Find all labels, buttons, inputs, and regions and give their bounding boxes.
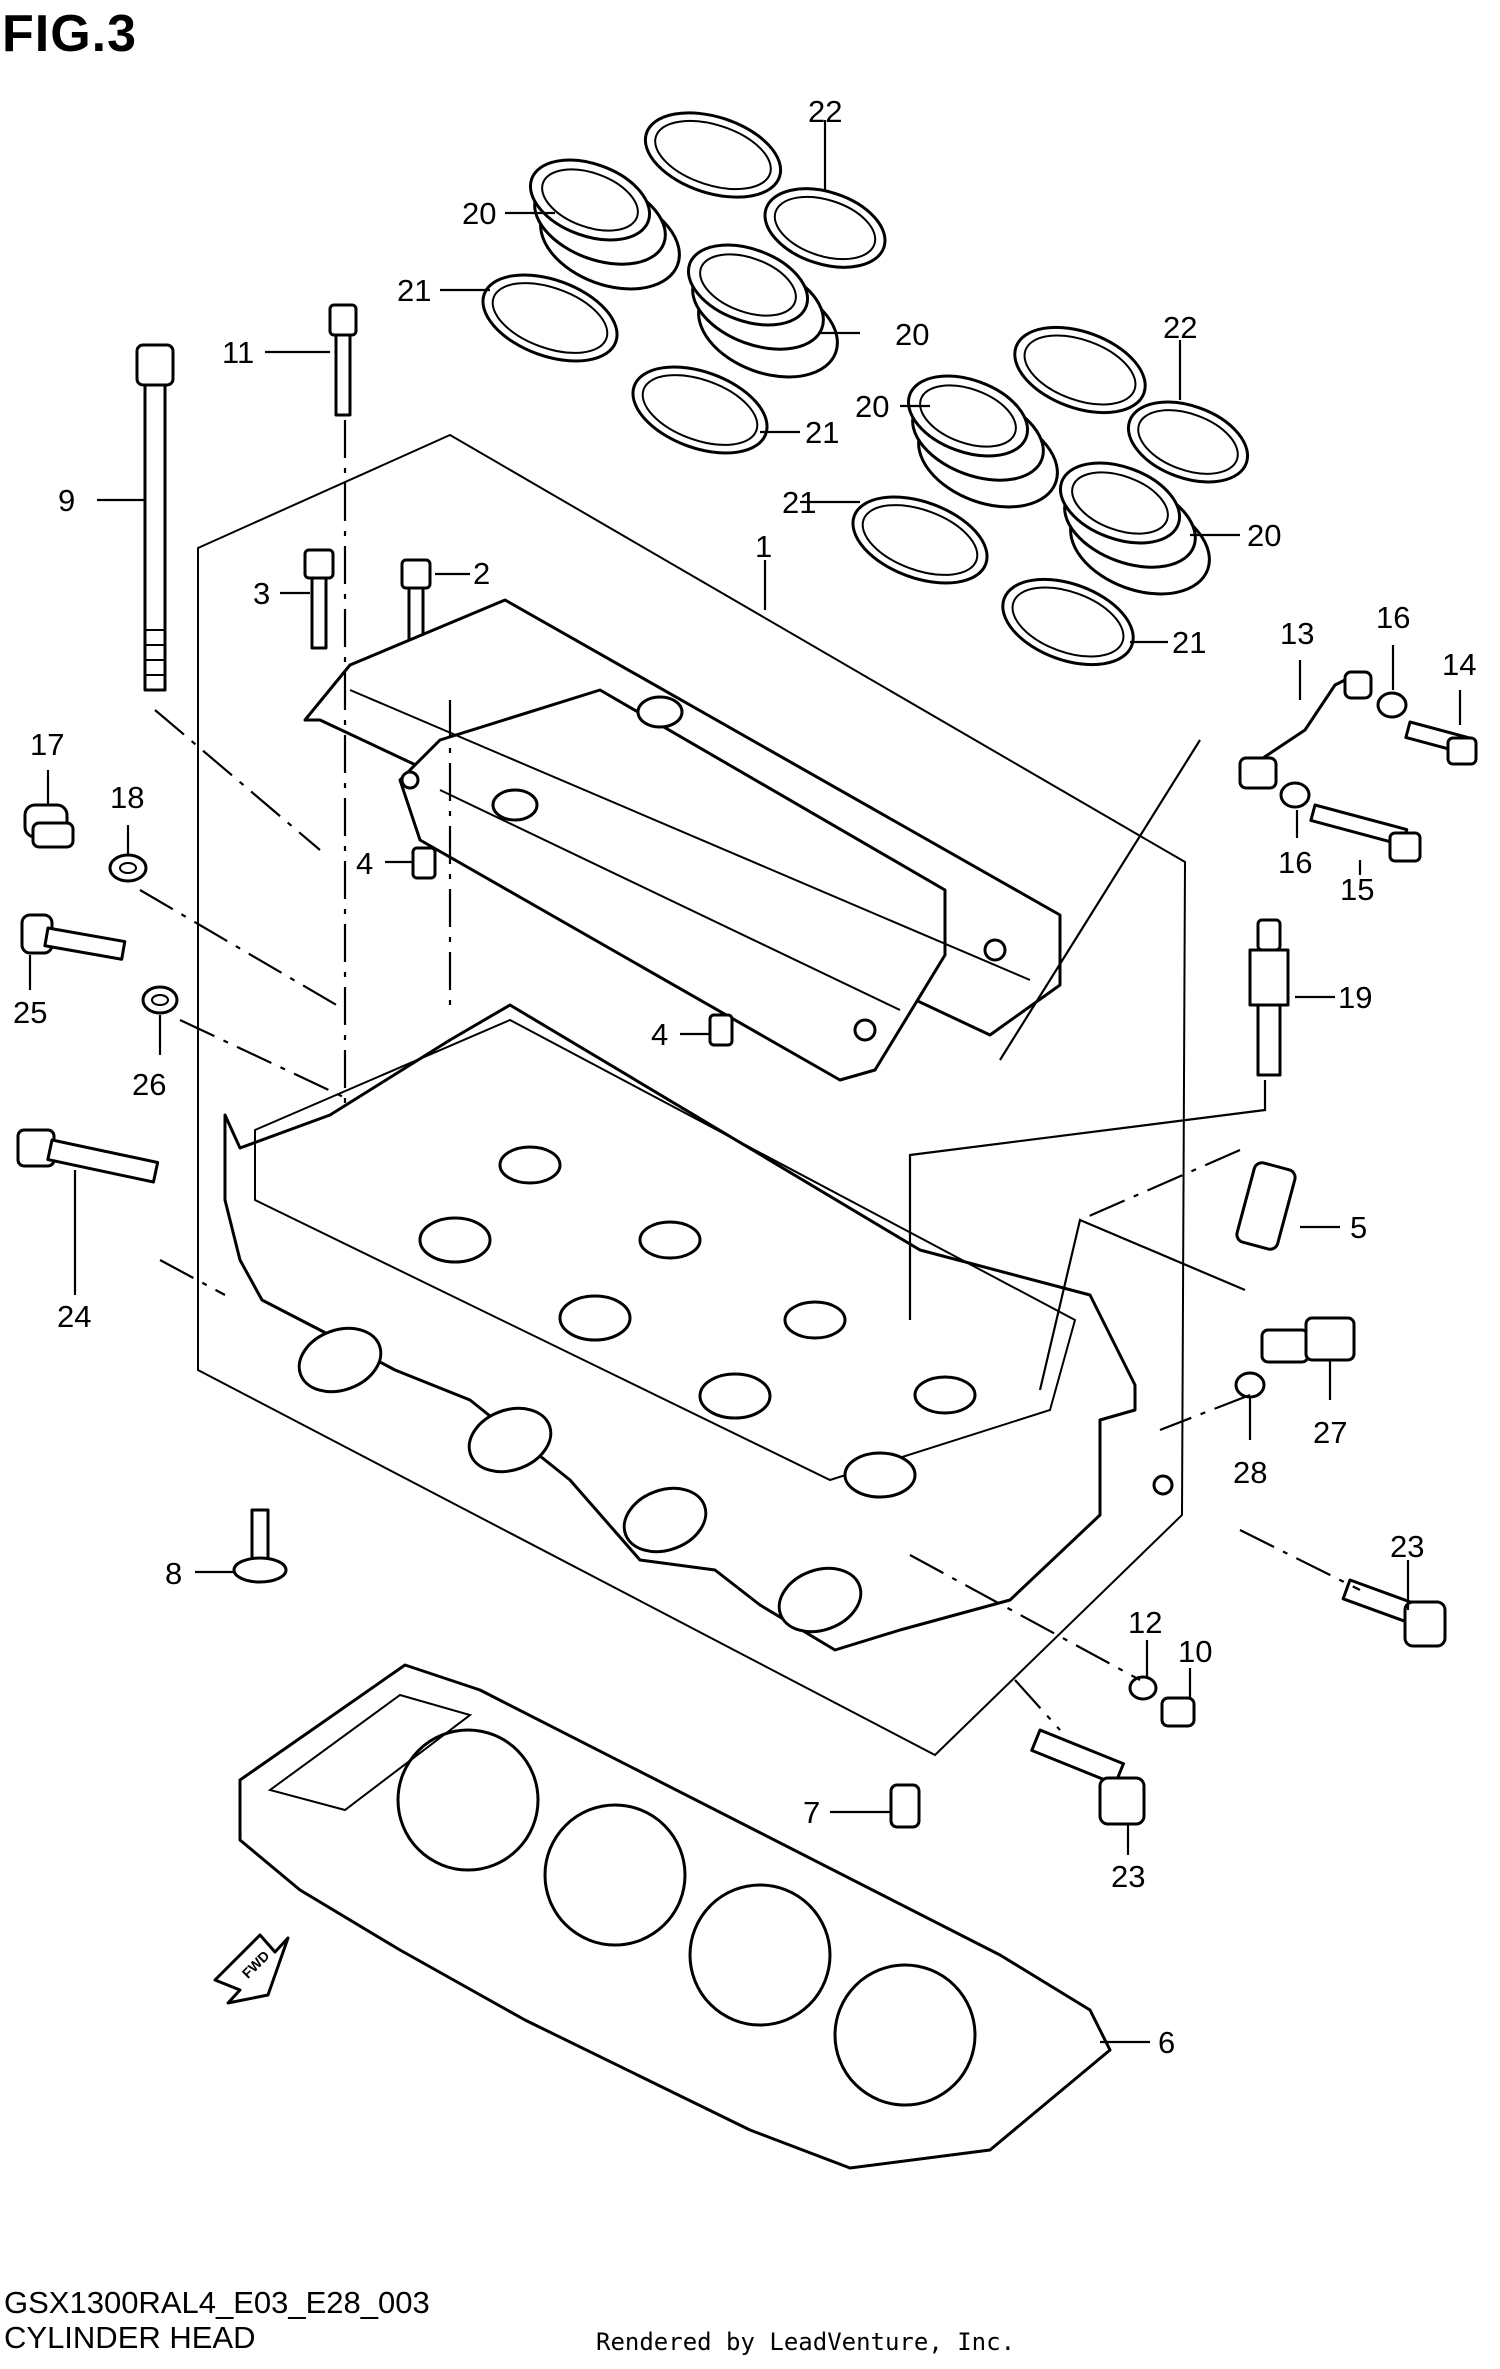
clamp-22-upper-2 — [763, 187, 887, 269]
callout-13: 13 — [1280, 616, 1314, 651]
callout-28: 28 — [1233, 1455, 1267, 1490]
intake-boot-20-upper-2 — [686, 243, 839, 379]
washer-16-a — [1376, 691, 1408, 719]
intake-boot-20-lower-1 — [906, 374, 1059, 509]
figure-name: CYLINDER HEAD — [4, 2320, 256, 2355]
callout-3: 3 — [253, 576, 270, 611]
leader-lines — [28, 120, 1462, 2044]
intake-boot-20-lower-2 — [1058, 461, 1211, 596]
callout-12: 12 — [1128, 1605, 1162, 1640]
callout-21a: 21 — [397, 273, 431, 308]
bolt-15 — [1309, 803, 1422, 863]
callout-6: 6 — [1158, 2025, 1175, 2060]
callout-22a: 22 — [808, 94, 842, 129]
sleeve-5 — [1235, 1161, 1297, 1251]
callout-4a: 4 — [356, 846, 373, 881]
callout-9: 9 — [58, 483, 75, 518]
callout-14: 14 — [1442, 647, 1476, 682]
callout-17: 17 — [30, 727, 64, 762]
callout-4b: 4 — [651, 1017, 668, 1052]
clamp-21-upper-2 — [631, 365, 769, 455]
bolt-3 — [303, 548, 335, 650]
washer-12 — [1128, 1675, 1158, 1701]
callout-7: 7 — [803, 1795, 820, 1830]
washer-16-b — [1279, 781, 1311, 809]
intake-boot-group — [481, 111, 1250, 667]
clamp-21-lower-2 — [1001, 577, 1135, 667]
cap-17 — [23, 803, 75, 849]
callout-21c: 21 — [782, 485, 816, 520]
callout-25: 25 — [13, 995, 47, 1030]
callout-labels: 22 20 21 20 21 22 20 21 20 21 11 9 3 2 1… — [13, 94, 1476, 2060]
dowel-pin-4-a — [411, 846, 437, 880]
callout-20b: 20 — [895, 317, 929, 352]
bolt-24 — [16, 1128, 160, 1184]
head-gasket — [238, 1663, 1112, 2170]
clamp-22-lower-1 — [1013, 325, 1147, 415]
callout-5: 5 — [1350, 1210, 1367, 1245]
callout-1: 1 — [755, 529, 772, 564]
dowel-pin-4-b — [708, 1013, 734, 1047]
bolt-23-lower — [1030, 1728, 1146, 1826]
sensor-27 — [1260, 1316, 1356, 1364]
washer-26 — [141, 985, 179, 1015]
callout-23b: 23 — [1111, 1859, 1145, 1894]
callout-10: 10 — [1178, 1634, 1212, 1669]
clamp-21-lower-1 — [851, 495, 989, 585]
washer-18 — [108, 853, 148, 883]
leader-polylines — [908, 739, 1267, 1391]
callout-20a: 20 — [462, 196, 496, 231]
clamp-21-upper-1 — [481, 273, 619, 363]
plug-25 — [20, 913, 127, 961]
fwd-arrow-icon: FWD — [213, 1933, 290, 2005]
figure-title: FIG.3 — [2, 5, 138, 63]
oil-pipe-13 — [1238, 670, 1373, 790]
bolt-11 — [328, 303, 358, 417]
callout-18: 18 — [110, 780, 144, 815]
dowel-pin-7 — [889, 1783, 921, 1829]
head-bolt-9 — [135, 343, 175, 692]
callout-22b: 22 — [1163, 310, 1197, 345]
alignment-lines — [139, 420, 1361, 1731]
washer-28 — [1234, 1371, 1266, 1399]
callout-16a: 16 — [1376, 600, 1410, 635]
callout-8: 8 — [165, 1556, 182, 1591]
bolt-8 — [232, 1508, 288, 1584]
bolt-10 — [1160, 1696, 1196, 1728]
callout-26: 26 — [132, 1067, 166, 1102]
camshaft-holder — [303, 598, 1062, 1082]
render-credit: Rendered by LeadVenture, Inc. — [596, 2328, 1016, 2356]
callout-2: 2 — [473, 556, 490, 591]
callout-11: 11 — [222, 335, 254, 370]
callout-20d: 20 — [1247, 518, 1281, 553]
clamp-22-lower-2 — [1126, 400, 1250, 484]
assembly-reference-box — [197, 433, 1187, 1757]
bolt-23-right — [1341, 1578, 1447, 1648]
callout-27: 27 — [1313, 1415, 1347, 1450]
callout-20c: 20 — [855, 389, 889, 424]
callout-21b: 21 — [805, 415, 839, 450]
bolt-14 — [1404, 720, 1478, 766]
callout-23a: 23 — [1390, 1529, 1424, 1564]
callout-15: 15 — [1340, 872, 1374, 907]
callout-19: 19 — [1338, 980, 1372, 1015]
clamp-22-upper-1 — [643, 111, 783, 199]
model-code: GSX1300RAL4_E03_E28_003 — [4, 2285, 430, 2320]
callout-21d: 21 — [1172, 625, 1206, 660]
cylinder-head — [223, 1003, 1174, 1652]
intake-boot-20-upper-1 — [528, 158, 681, 291]
spark-plug-19 — [1248, 918, 1290, 1077]
callout-24: 24 — [57, 1299, 91, 1334]
callout-16b: 16 — [1278, 845, 1312, 880]
